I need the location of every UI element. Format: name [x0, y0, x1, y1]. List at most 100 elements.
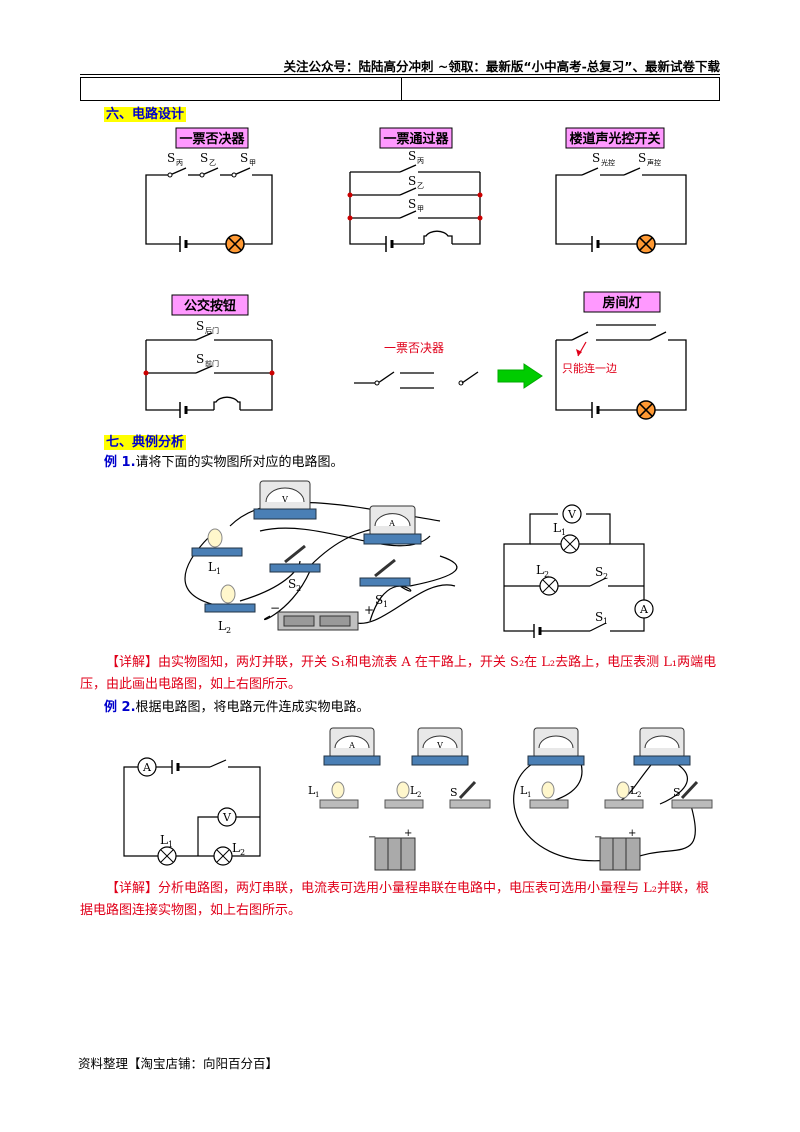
switch-sub: 后门	[205, 326, 219, 335]
schematic-ammeter: A	[639, 603, 649, 616]
schematic-s1-sub: 1	[603, 617, 608, 626]
example-1-prompt: 请将下面的实物图所对应的电路图。	[135, 455, 344, 470]
component-l1-label: L	[308, 784, 316, 797]
design-room-label: 房间灯	[602, 295, 641, 311]
switch-sub: 声控	[647, 158, 661, 167]
switch-label: S	[196, 319, 204, 333]
switch-s2-label: S	[288, 577, 296, 591]
example-2-prompt: 根据电路图，将电路元件连成实物电路。	[135, 700, 370, 715]
answer-tag: 【详解】	[106, 655, 159, 670]
schematic-l1-label: L	[160, 833, 168, 847]
schematic-s2-sub: 2	[603, 572, 608, 581]
design-bus-label: 公交按钮	[184, 298, 236, 314]
component-l2-label: L	[410, 784, 418, 797]
schematic-l2-label: L	[536, 563, 544, 577]
component-l1-sub: 1	[315, 791, 319, 799]
component-switch-label: S	[450, 786, 458, 799]
veto-annotation: 一票否决器	[384, 341, 444, 355]
section-6-title: 六、电路设计	[104, 107, 187, 122]
switch-s2-sub: 2	[296, 584, 301, 593]
design-stair-label: 楼道声光控开关	[569, 131, 660, 147]
lamp-l1-label: L	[208, 560, 216, 574]
schematic-l2-sub: 2	[240, 848, 245, 857]
switch-s1-sub: 1	[383, 600, 388, 609]
example-2-answer: 【详解】分析电路图，两灯串联，电流表可选用小量程串联在电路中，电压表可选用小量程…	[80, 878, 720, 922]
connected-l2-sub: 2	[637, 791, 641, 799]
schematic-s1-label: S	[595, 610, 603, 624]
lamp-l1-sub: 1	[216, 567, 221, 576]
battery-minus: −	[368, 832, 376, 843]
section-7-heading: 七、典例分析	[104, 431, 187, 450]
lamp-l2-sub: 2	[226, 626, 231, 635]
room-annotation: 只能连一边	[562, 361, 617, 375]
connected-switch-label: S	[673, 786, 681, 799]
component-ammeter: A	[348, 741, 355, 750]
switch-s1-label: S	[375, 593, 383, 607]
design-veto-sketch: 一票否决器	[354, 341, 543, 389]
ammeter-label: A	[388, 519, 395, 528]
connected-l2-label: L	[630, 784, 638, 797]
switch-label: S	[167, 151, 175, 165]
header-rule	[80, 74, 720, 75]
switch-label: S	[408, 149, 416, 163]
schematic-voltmeter: V	[222, 811, 232, 824]
connected-battery-minus: −	[594, 832, 602, 843]
schematic-l2-label: L	[232, 841, 240, 855]
schematic-l1-sub: 1	[168, 840, 173, 849]
design-veto-label: 一票否决器	[179, 131, 245, 147]
switch-label: S	[638, 151, 646, 165]
connected-battery-plus: +	[628, 828, 636, 839]
design-pass-label: 一票通过器	[383, 131, 449, 147]
switch-label: S	[240, 151, 248, 165]
switch-label: S	[408, 174, 416, 188]
switch-sub: 甲	[249, 159, 256, 167]
page-header: 关注公众号：陆陆高分冲刺 ~领取：最新版“小中高考-总复习”、最新试卷下载	[283, 59, 720, 74]
example-1-schematic	[503, 513, 645, 638]
schematic-ammeter: A	[142, 761, 152, 774]
switch-sub: 前门	[205, 359, 219, 368]
example-2-schematic	[123, 759, 261, 857]
example-2-label: 例 2.	[104, 700, 136, 715]
schematic-l1-sub: 1	[561, 528, 566, 537]
header-table	[80, 77, 720, 101]
example-2-prompt-line: 例 2.根据电路图，将电路元件连成实物电路。	[104, 697, 370, 719]
schematic-l1-label: L	[553, 521, 561, 535]
component-l2-sub: 2	[417, 791, 421, 799]
section-6-heading: 六、电路设计	[104, 103, 187, 122]
example-1-answer: 【详解】由实物图知，两灯并联，开关 S₁和电流表 A 在干路上，开关 S₂在 L…	[80, 652, 720, 696]
voltmeter-label: V	[281, 495, 288, 504]
example-1-label: 例 1.	[104, 455, 136, 470]
schematic-l2-sub: 2	[544, 570, 549, 579]
answer-tag: 【详解】	[106, 881, 159, 896]
battery-minus: −	[270, 601, 280, 615]
page-footer: 资料整理【淘宝店铺：向阳百分百】	[78, 1056, 279, 1071]
switch-sub: 丙	[417, 157, 424, 165]
switch-sub: 乙	[209, 159, 216, 167]
connected-l1-sub: 1	[527, 791, 531, 799]
component-voltmeter: V	[436, 741, 443, 750]
schematic-voltmeter: V	[567, 508, 577, 521]
switch-label: S	[196, 352, 204, 366]
switch-sub: 甲	[417, 205, 424, 213]
example-1-prompt-line: 例 1.请将下面的实物图所对应的电路图。	[104, 452, 344, 474]
switch-label: S	[592, 151, 600, 165]
design-room-lamp-circuit: 房间灯 只能连一边	[555, 291, 687, 420]
section-7-title: 七、典例分析	[104, 435, 187, 450]
switch-sub: 光控	[601, 158, 615, 167]
switch-sub: 丙	[176, 159, 183, 167]
connected-l1-label: L	[520, 784, 528, 797]
battery-plus: +	[404, 828, 412, 839]
table-divider	[401, 78, 402, 100]
